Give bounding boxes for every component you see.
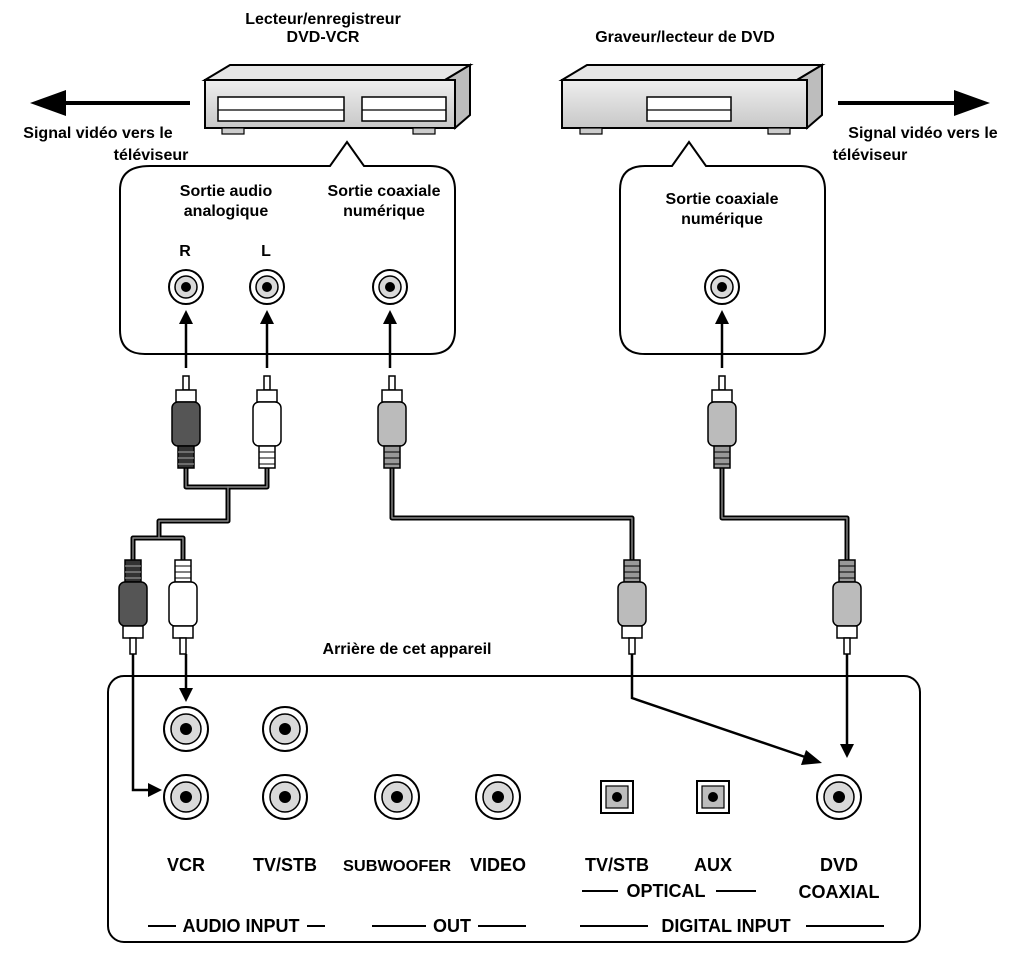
plug-coax-right-lower (832, 559, 862, 655)
analog-out-label-1: Sortie audio (180, 183, 273, 200)
video-out-right-label-2: téléviseur (833, 147, 908, 164)
coax-out-right-label-2: numérique (681, 211, 763, 228)
video-out-right-arrowhead (954, 90, 990, 116)
source-jack-l (249, 269, 285, 305)
source-arrows (179, 310, 729, 368)
video-out-jack (475, 774, 521, 820)
source-jack-coax-right (704, 269, 740, 305)
plug-coax-left-upper (377, 375, 407, 469)
label-aux: AUX (694, 855, 732, 875)
label-vcr: VCR (167, 855, 205, 875)
video-out-left-label-2: téléviseur (114, 147, 189, 164)
dvd-vcr-title-2: DVD-VCR (287, 29, 360, 46)
label-dvd: DVD (820, 855, 858, 875)
tvstb-input-jack-upper (262, 706, 308, 752)
group-out: OUT (433, 916, 471, 936)
cables-inner (132, 467, 848, 561)
coax-out-right-label-1: Sortie coaxiale (666, 191, 779, 208)
dvd-vcr-device (201, 63, 474, 135)
plug-r-lower (118, 559, 148, 655)
plug-l-upper (252, 375, 282, 469)
coax-out-label-2: numérique (343, 203, 425, 220)
cables (130, 465, 850, 563)
optical-tvstb-jack (600, 780, 634, 814)
video-out-left-label-1: Signal vidéo vers le (23, 125, 173, 142)
label-tvstb: TV/STB (253, 855, 317, 875)
vcr-input-jack-upper (163, 706, 209, 752)
plug-coax-left-lower (617, 559, 647, 655)
tvstb-input-jack-lower (262, 774, 308, 820)
source-jack-coax-left (372, 269, 408, 305)
group-digital-input: DIGITAL INPUT (661, 916, 790, 936)
right-callout-bubble (619, 140, 826, 355)
analog-out-label-2: analogique (184, 203, 269, 220)
subwoofer-out-jack (374, 774, 420, 820)
optical-aux-jack (696, 780, 730, 814)
label-coaxial: COAXIAL (799, 882, 880, 902)
jack-r-label: R (179, 243, 191, 260)
label-subwoofer: SUBWOOFER (343, 858, 451, 875)
video-out-left-arrowhead (30, 90, 66, 116)
coax-out-label-1: Sortie coaxiale (328, 183, 441, 200)
plug-r-upper (171, 375, 201, 469)
video-out-right-label-1: Signal vidéo vers le (848, 125, 998, 142)
source-jack-r (168, 269, 204, 305)
rear-panel-title: Arrière de cet appareil (323, 641, 492, 658)
dvd-recorder-device (558, 63, 826, 135)
dvd-recorder-title: Graveur/lecteur de DVD (595, 29, 775, 46)
left-callout-bubble (119, 140, 456, 355)
plug-l-lower (168, 559, 198, 655)
rear-connection-arrows (131, 654, 849, 792)
group-audio-input: AUDIO INPUT (183, 916, 300, 936)
rear-connection-arrowheads (148, 688, 854, 797)
dvd-vcr-title-1: Lecteur/enregistreur (245, 11, 401, 28)
plug-coax-right-upper (707, 375, 737, 469)
dvd-coaxial-input-jack (816, 774, 862, 820)
group-optical: OPTICAL (627, 881, 706, 901)
jack-l-label: L (261, 243, 271, 260)
vcr-input-jack-lower (163, 774, 209, 820)
label-optical-tvstb: TV/STB (585, 855, 649, 875)
label-video: VIDEO (470, 855, 526, 875)
